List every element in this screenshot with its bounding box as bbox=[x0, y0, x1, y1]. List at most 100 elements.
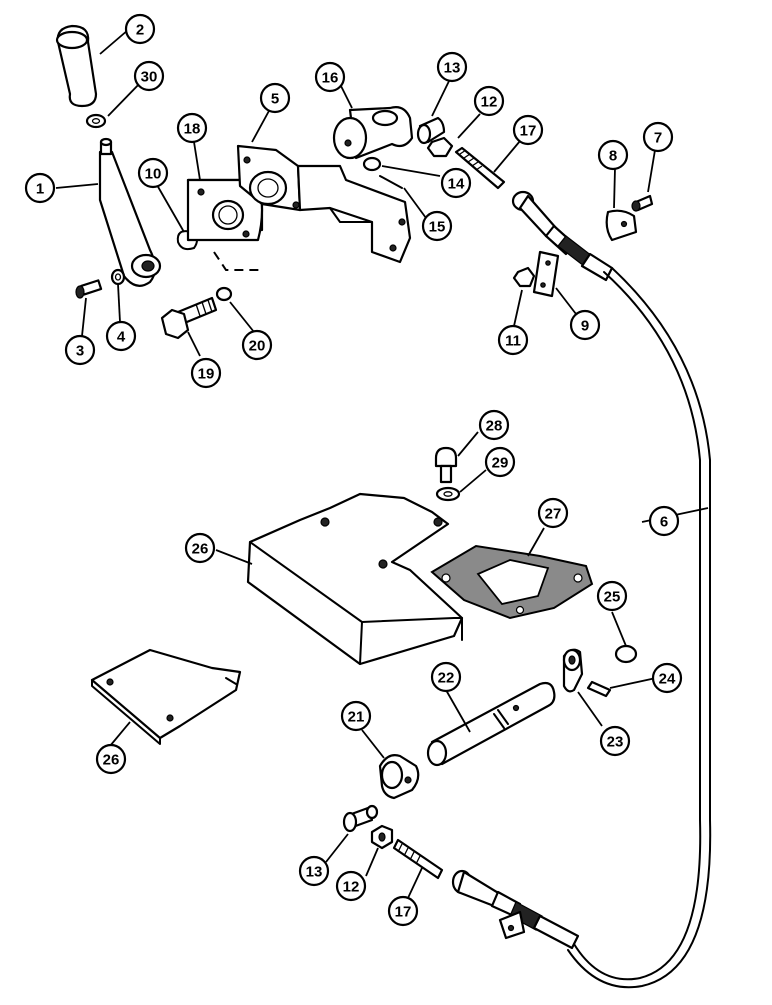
callout-17: 17 bbox=[387, 895, 419, 927]
callout-21: 21 bbox=[340, 700, 372, 732]
callout-number: 6 bbox=[660, 514, 668, 531]
callout-number: 20 bbox=[249, 338, 266, 355]
callout-circle bbox=[137, 157, 169, 189]
callout-circle bbox=[440, 167, 472, 199]
callout-circle bbox=[105, 320, 137, 352]
callout-circle bbox=[335, 870, 367, 902]
callout-22: 22 bbox=[430, 661, 462, 693]
callout-number: 26 bbox=[192, 541, 209, 558]
callout-24: 24 bbox=[651, 662, 683, 694]
washer-part-4 bbox=[110, 268, 126, 286]
callout-2: 2 bbox=[124, 13, 156, 45]
shaft-part-22 bbox=[426, 681, 556, 767]
callout-circle bbox=[642, 121, 674, 153]
callout-circle bbox=[430, 661, 462, 693]
callout-number: 19 bbox=[198, 366, 215, 383]
screw-part-3 bbox=[75, 279, 103, 299]
hub-part-23 bbox=[562, 648, 584, 693]
callout-circle bbox=[184, 532, 216, 564]
callout-number: 3 bbox=[76, 343, 84, 360]
callout-circle bbox=[597, 139, 629, 171]
pivot-part-16 bbox=[332, 106, 414, 160]
callout-9: 9 bbox=[569, 309, 601, 341]
callout-29: 29 bbox=[484, 446, 516, 478]
callout-16: 16 bbox=[314, 61, 346, 93]
callout-8: 8 bbox=[597, 139, 629, 171]
callout-19: 19 bbox=[190, 357, 222, 389]
callout-number: 17 bbox=[395, 904, 412, 921]
arm-part-21 bbox=[378, 754, 420, 800]
bracket-part-5 bbox=[236, 144, 412, 264]
callout-26: 26 bbox=[184, 532, 216, 564]
callout-circle bbox=[473, 85, 505, 117]
flat-plate-part-26 bbox=[90, 648, 242, 745]
callout-number: 16 bbox=[322, 70, 339, 87]
callout-circle bbox=[436, 51, 468, 83]
cotter-pin-part-15 bbox=[379, 175, 403, 189]
callout-13: 13 bbox=[436, 51, 468, 83]
callout-28: 28 bbox=[478, 409, 510, 441]
pin-part-24 bbox=[586, 680, 612, 698]
gasket-part-27 bbox=[430, 544, 594, 620]
callout-4: 4 bbox=[105, 320, 137, 352]
callout-circle bbox=[648, 505, 680, 537]
knob-part-2 bbox=[55, 24, 98, 108]
cable-part-6 bbox=[573, 271, 702, 981]
cable-end-top bbox=[511, 190, 614, 282]
callout-number: 7 bbox=[654, 130, 662, 147]
callout-circle bbox=[651, 662, 683, 694]
lockwasher-part-20 bbox=[215, 286, 233, 302]
callout-circle bbox=[387, 895, 419, 927]
callout-number: 27 bbox=[545, 506, 562, 523]
callout-12: 12 bbox=[473, 85, 505, 117]
callout-number: 30 bbox=[141, 69, 158, 86]
callout-number: 17 bbox=[520, 123, 537, 140]
callout-6: 6 bbox=[648, 505, 680, 537]
callout-circle bbox=[314, 61, 346, 93]
callout-number: 25 bbox=[604, 589, 621, 606]
nut-part-12 bbox=[426, 136, 454, 158]
callout-circle bbox=[340, 700, 372, 732]
callout-14: 14 bbox=[440, 167, 472, 199]
callout-circle bbox=[569, 309, 601, 341]
callout-circle bbox=[512, 114, 544, 146]
assembly-dashed-line bbox=[213, 251, 262, 271]
callout-number: 4 bbox=[117, 329, 126, 346]
callout-number: 12 bbox=[343, 879, 360, 896]
washer-part-30 bbox=[85, 113, 107, 129]
callout-circle bbox=[241, 329, 273, 361]
callout-number: 22 bbox=[438, 670, 455, 687]
callout-15: 15 bbox=[421, 210, 453, 242]
callout-number: 5 bbox=[271, 91, 279, 108]
callout-circle bbox=[421, 210, 453, 242]
callout-20: 20 bbox=[241, 329, 273, 361]
callout-30: 30 bbox=[133, 60, 165, 92]
oring-part-25 bbox=[614, 644, 638, 664]
callout-23: 23 bbox=[599, 725, 631, 757]
callout-circle bbox=[478, 409, 510, 441]
callout-17: 17 bbox=[512, 114, 544, 146]
callout-number: 26 bbox=[103, 752, 120, 769]
callout-number: 13 bbox=[306, 864, 323, 881]
callout-27: 27 bbox=[537, 497, 569, 529]
callout-number: 28 bbox=[486, 418, 503, 435]
callout-circle bbox=[497, 324, 529, 356]
callout-circle bbox=[599, 725, 631, 757]
callout-number: 29 bbox=[492, 455, 509, 472]
callout-number: 8 bbox=[609, 148, 617, 165]
callout-number: 9 bbox=[581, 318, 589, 335]
washer-part-29 bbox=[435, 486, 461, 502]
cable-end-bottom bbox=[451, 869, 580, 950]
callout-circle bbox=[484, 446, 516, 478]
bolt-part-19 bbox=[160, 296, 218, 340]
callout-number: 21 bbox=[348, 709, 365, 726]
callout-circle bbox=[190, 357, 222, 389]
callout-circle bbox=[298, 855, 330, 887]
callout-25: 25 bbox=[596, 580, 628, 612]
callout-circle bbox=[95, 743, 127, 775]
callout-26: 26 bbox=[95, 743, 127, 775]
callout-number: 13 bbox=[444, 60, 461, 77]
nut-part-11 bbox=[512, 266, 536, 288]
